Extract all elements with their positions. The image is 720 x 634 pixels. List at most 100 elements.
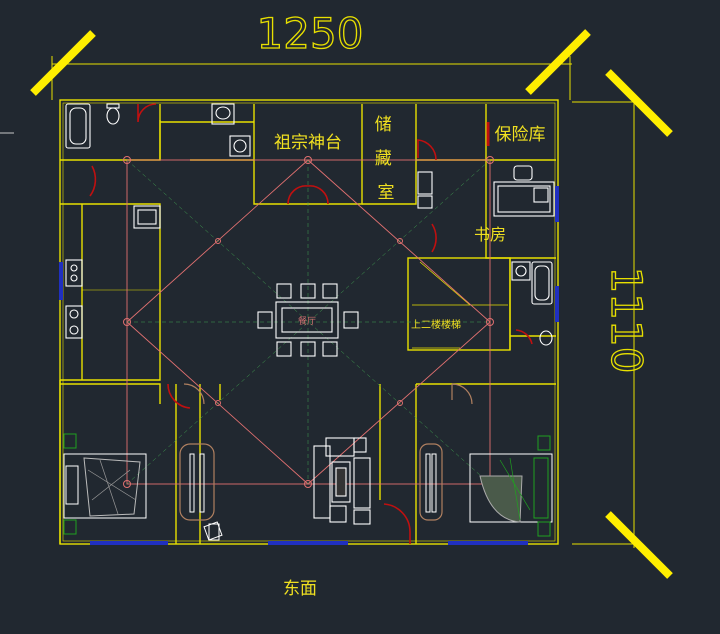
wardrobe-left: [179, 443, 215, 521]
bed-right-pattern: [499, 457, 531, 521]
wall-bedroom-left-top: [60, 383, 161, 404]
chair: [276, 341, 292, 357]
room-label-stairs: 上二楼楼梯: [411, 318, 461, 331]
bed-left: [63, 433, 147, 535]
wardrobe-left-door-2: [199, 453, 205, 513]
chair: [257, 311, 273, 329]
burner-2: [69, 325, 79, 335]
room-labels: 祖宗神台 储 藏 室 保险库 书房 上二楼楼梯 餐厅: [274, 115, 546, 331]
bed-left-pattern: [87, 459, 137, 515]
wardrobe-right-door-1: [425, 453, 431, 513]
door-bath-top-left: [137, 103, 157, 123]
toilet-right: [539, 330, 553, 346]
grid-nodes: [123, 156, 494, 488]
chair: [343, 311, 359, 329]
room-label-study: 书房: [474, 225, 506, 244]
sink-laundry: [211, 103, 235, 125]
stairs-symbol: [412, 261, 508, 349]
node: [123, 480, 131, 488]
storage-chairs: [417, 171, 433, 195]
door-storage: [417, 139, 437, 161]
door-bedroom-bottom: [383, 503, 411, 544]
study-desk: [493, 181, 555, 217]
sofa-right: [353, 457, 371, 509]
dining-table: [275, 301, 339, 339]
grid-diagonals: [126, 159, 491, 485]
wall-kitchen: [60, 203, 161, 381]
side-table: [353, 437, 367, 453]
door-frame-left: [183, 383, 205, 405]
sofa-left: [313, 445, 331, 519]
wall-bath-top-left: [60, 104, 161, 161]
fridge: [133, 205, 161, 229]
bathtub-right: [531, 261, 553, 305]
fridge-inner: [137, 209, 157, 225]
door-shrine-right: [307, 185, 329, 205]
corner-marker-right-upper: [605, 69, 673, 137]
dimension-lines: [51, 56, 642, 548]
armchair-bottom: [329, 505, 347, 523]
stove: [65, 305, 83, 339]
bathtub-right-inner: [534, 265, 550, 301]
sink-bowl-1: [70, 264, 78, 272]
study-lamp: [533, 187, 549, 203]
sink-right-bowl: [515, 265, 527, 277]
node: [486, 318, 494, 326]
room-label-dining: 餐厅: [298, 315, 316, 327]
node: [486, 156, 494, 164]
study-desk-top: [497, 185, 551, 213]
bathtub-top-left: [65, 103, 91, 149]
bed-left-frame: [63, 453, 147, 519]
toilet-top-left: [106, 107, 120, 125]
chair: [300, 283, 316, 299]
coffee-table: [331, 461, 351, 503]
nightstand-left-1: [63, 433, 77, 449]
chair: [322, 341, 338, 357]
chair: [322, 283, 338, 299]
direction-label: 东面: [283, 579, 317, 599]
node: [215, 400, 221, 406]
sink-bowl-2: [70, 274, 78, 282]
bathtub-top-left-inner: [69, 107, 87, 145]
door-bath-right: [515, 329, 533, 345]
windows: [59, 186, 559, 545]
sink-right: [511, 261, 531, 281]
node: [123, 156, 131, 164]
door-frame-right: [451, 383, 473, 405]
corner-marker-bottom-right: [605, 511, 673, 579]
wardrobe-right-door-2: [431, 453, 437, 513]
living-room-set: [313, 437, 371, 525]
wardrobe-left-door-1: [189, 453, 195, 513]
coffee-table-inner: [335, 467, 347, 497]
door-shrine-left: [287, 185, 309, 205]
kitchen-sink: [65, 259, 83, 287]
sink-laundry-bowl: [215, 106, 231, 120]
corner-marker-top-left: [30, 30, 96, 96]
pillow-left: [65, 465, 79, 505]
node: [304, 480, 312, 488]
wardrobe-doors: [189, 453, 437, 541]
node: [397, 238, 403, 244]
study-chair: [513, 165, 533, 181]
doors: [89, 103, 533, 544]
node: [397, 400, 403, 406]
cabinet-bottom-left: [208, 523, 220, 541]
toilet-top-left-tank: [106, 103, 120, 109]
burner-1: [69, 309, 79, 319]
corner-marker-top-right: [525, 29, 591, 95]
stairs-line-1: [419, 261, 471, 306]
node: [304, 156, 312, 164]
bed-right: [469, 435, 553, 537]
chair: [300, 341, 316, 357]
door-frames: [183, 383, 473, 405]
nightstand-left-2: [63, 519, 77, 535]
chair: [276, 283, 292, 299]
wardrobe-right: [419, 443, 443, 521]
wall-storage: [362, 104, 417, 205]
bed-right-quilt: [479, 475, 523, 523]
node: [215, 238, 221, 244]
room-label-storage: 储 藏 室: [375, 115, 397, 203]
bed-right-frame: [469, 453, 553, 523]
